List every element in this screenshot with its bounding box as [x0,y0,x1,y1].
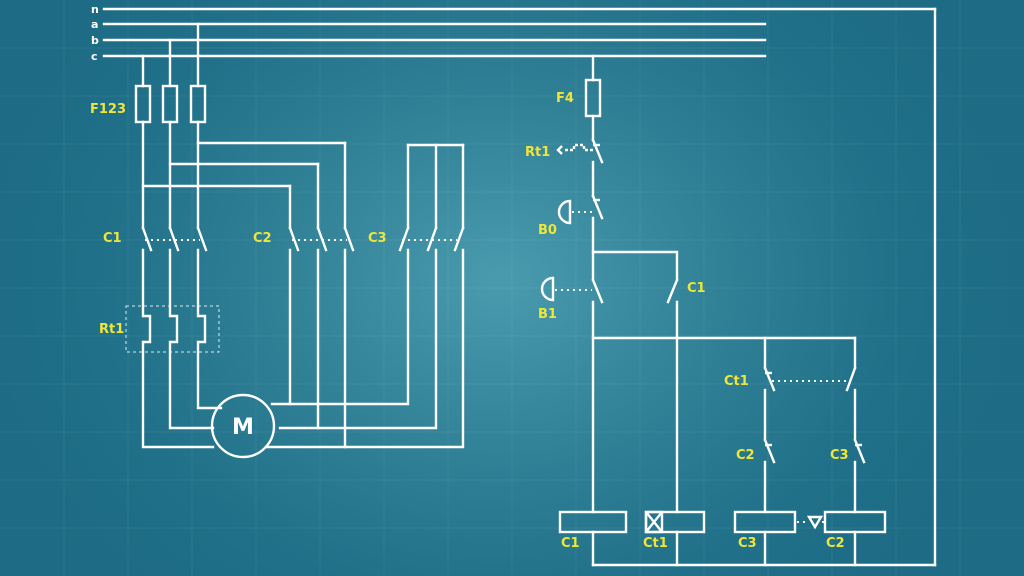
label-c3-interlock: C3 [830,448,849,463]
motor: M [210,393,276,459]
control-circuit [540,54,937,567]
label-ct1-contact: Ct1 [724,374,749,389]
thermal-contact-rt1 [556,138,604,198]
phase-label-a: a [91,18,98,31]
interlock-contact-c3 [853,438,866,464]
label-b0: B0 [538,223,557,238]
phase-label-b: b [91,34,99,47]
label-coil-c1: C1 [561,536,580,551]
label-coil-c3: C3 [738,536,757,551]
c1-hold-contact [666,278,679,304]
coil-c3 [733,510,797,534]
label-rt1-relay: Rt1 [99,322,124,337]
component-labels: F123 C1 Rt1 C2 C3 F4 Rt1 B0 B1 C1 Ct1 C2… [90,91,849,551]
label-rt1-contact: Rt1 [525,145,550,160]
label-c2-interlock: C2 [736,448,755,463]
label-c3-power: C3 [368,231,387,246]
fuse-2 [161,84,179,124]
power-circuit: M [125,22,465,459]
timer-contacts-ct1 [763,366,857,392]
label-coil-ct1: Ct1 [643,536,668,551]
c3-main-contacts [398,226,465,252]
label-f4: F4 [556,91,574,106]
fuse-3 [189,84,207,124]
phase-label-c: c [91,50,98,63]
start-button-b1 [540,276,604,304]
label-c1-power: C1 [103,231,122,246]
label-c1-hold: C1 [687,281,706,296]
fuse-f4 [584,78,602,118]
stop-button-b0 [557,194,604,282]
label-coil-c2: C2 [826,536,845,551]
c2-main-contacts [288,226,355,252]
label-b1: B1 [538,307,557,322]
mechanical-interlock [797,515,824,530]
thermal-relay-rt1 [125,305,220,353]
interlock-contact-c2 [763,438,776,464]
label-fuses-main: F123 [90,102,126,117]
coil-ct1 [644,510,706,534]
fuse-1 [134,84,152,124]
coil-c1 [558,510,628,534]
label-c2-power: C2 [253,231,272,246]
coil-c2 [823,510,887,534]
bus-bars: n a b c [91,3,937,567]
motor-label: M [232,415,254,440]
c1-main-contacts [141,226,208,252]
phase-label-n: n [91,3,99,16]
